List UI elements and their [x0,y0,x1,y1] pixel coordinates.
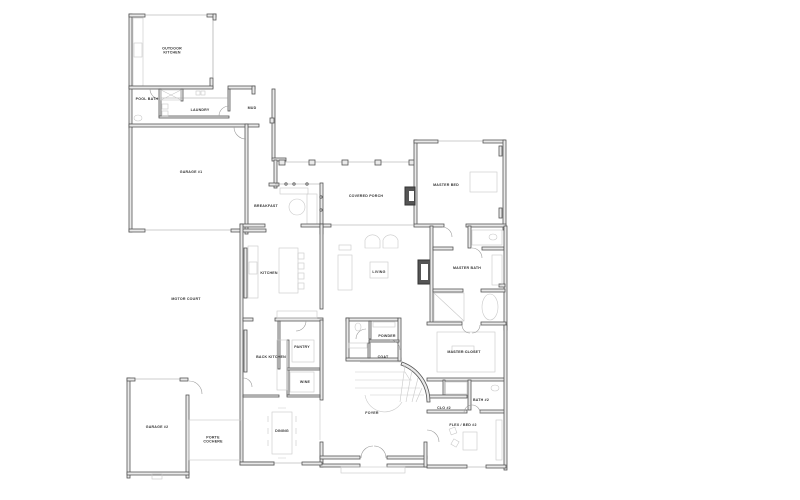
label-back-kitchen: BACK KITCHEN [256,354,286,359]
label-flex-bed-2: FLEX / BED #2 [449,422,477,427]
breakfast-area [275,182,324,227]
label-laundry: LAUNDRY [190,107,210,112]
label-clo-2: CLO #2 [437,405,451,410]
garage-2 [126,377,242,480]
label-wine: WINE [299,379,311,384]
covered-porch [278,139,418,227]
label-pool-bath: POOL BATH [135,96,159,101]
garage-1-walls [128,123,267,235]
corridor-walls [268,88,287,189]
label-pantry: PANTRY [294,344,310,349]
label-foyer: FOYER [365,410,379,415]
powder-coat [345,317,402,362]
bedroom-2-suite [426,324,508,471]
label-coat: COAT [377,354,389,359]
living [337,234,431,291]
label-outdoor-kitchen: OUTDOOR KITCHEN [162,46,182,55]
label-master-closet: MASTER CLOSET [447,349,481,354]
dining [239,407,323,466]
label-kitchen: KITCHEN [260,270,278,275]
label-master-bed: MASTER BED [433,182,459,187]
label-porte-cochere: PORTE COCHERE [203,435,223,444]
label-motor-court: MOTOR COURT [171,296,201,301]
master-closet [426,321,507,382]
label-mud: MUD [247,105,257,110]
label-living: LIVING [372,269,386,274]
label-garage-1: GARAGE #1 [179,169,203,174]
label-bath-2: BATH #2 [472,397,490,402]
label-master-bath: MASTER BATH [452,265,482,270]
back-kitchen-pantry-wine [242,310,324,401]
outdoor-kitchen-walls [128,13,217,89]
label-garage-2: GARAGE #2 [145,424,169,429]
service-wing-walls [128,85,256,129]
label-breakfast: BREAKFAST [254,203,278,208]
label-dining: DINING [275,428,289,433]
kitchen [247,223,324,310]
master-bed [413,139,507,231]
master-bath [429,225,508,331]
foyer [319,400,428,474]
label-powder: POWDER [378,333,396,338]
curved-staircase [355,361,431,413]
label-covered-porch: COVERED PORCH [348,193,384,198]
west-exterior-wall [239,223,275,466]
